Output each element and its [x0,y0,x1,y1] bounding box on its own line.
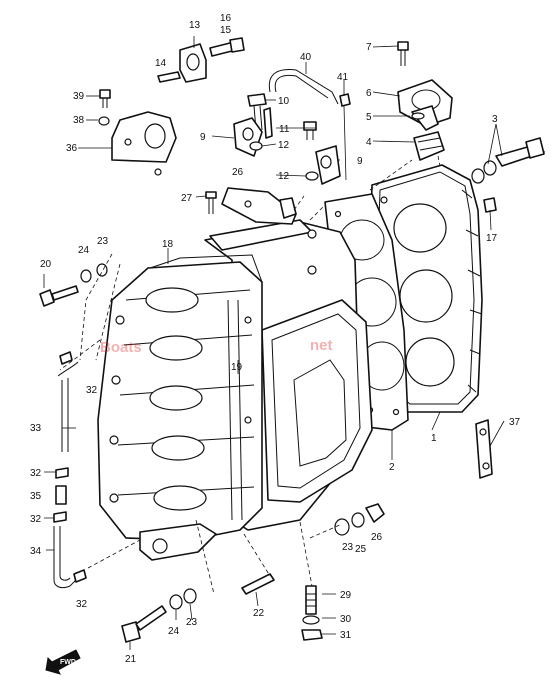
callout-18: 18 [162,239,174,250]
watermark: Boats net [100,337,333,356]
callout-4: 4 [366,137,372,148]
fwd-label: FWD [60,659,76,666]
callout-32-c: 32 [30,514,42,525]
stud-29 [305,585,317,615]
callout-25: 26 [371,532,383,543]
callout-23-right: 23 [342,542,354,553]
hose-40 [268,69,339,105]
callout-17: 17 [486,233,498,244]
callout-29: 29 [340,590,352,601]
callout-31: 31 [340,630,352,641]
callout-16: 16 [220,13,232,24]
callout-7: 7 [366,42,372,53]
hose-34 [53,526,79,589]
nut-25 [365,503,385,523]
callout-23-left: 23 [97,236,109,247]
washer-24-right [351,512,365,528]
callout-35: 35 [30,491,42,502]
clip-32-group [53,351,87,583]
callout-21: 21 [125,654,137,665]
callout-32-d: 32 [76,599,88,610]
clamp-9-right [315,145,341,185]
callout-34: 34 [30,546,42,557]
callout-19: 19 [231,362,243,373]
callout-5: 5 [366,112,372,123]
callout-30: 30 [340,614,352,625]
bolt-21 [121,605,167,643]
washer-30 [302,615,320,625]
washer-23-left [96,263,108,277]
callout-13: 13 [189,20,201,31]
thermostat-cover-group [397,41,453,161]
washer-12-right [305,171,319,181]
washer-23-right [334,518,350,536]
callout-11: 11 [279,124,290,135]
nut-31 [301,629,323,641]
fitting-35 [55,485,67,505]
callout-38: 38 [73,115,85,126]
callout-26: 26 [232,167,244,178]
plug-17 [483,197,497,213]
callout-6: 6 [366,88,372,99]
bolt-20 [39,285,79,307]
stud-22 [241,573,275,595]
callout-3: 3 [492,114,498,125]
washer-24-left [80,269,92,283]
bracket-36 [475,419,493,479]
bolt-14 [157,71,181,83]
callout-20: 20 [40,259,52,270]
washer-24-bottom [169,594,183,610]
watermark-highlight: net [310,337,333,354]
callout-1: 1 [431,433,437,444]
callout-labels: 7 6 5 4 3 17 1 2 37 13 16 15 14 40 41 10… [30,13,521,665]
bracket-13 [179,43,207,83]
hose-33 [57,361,79,452]
callout-24-right: 25 [355,544,367,555]
callout-2: 2 [389,462,395,473]
callout-37: 36 [66,143,78,154]
leader-lines [43,36,505,650]
callout-9-left: 9 [200,132,206,143]
callout-33: 33 [30,423,42,434]
bolt-washer-group-3 [471,137,545,184]
plate-26 [221,187,297,225]
callout-32-a: 32 [86,385,98,396]
washer-38 [98,116,110,126]
callout-41: 41 [337,72,349,83]
cylinder-block [97,219,373,561]
callout-40: 40 [300,52,312,63]
callout-12-lower: 12 [278,171,290,182]
bracket-37 [111,111,177,176]
callout-24-bottom: 24 [168,626,180,637]
callout-14: 14 [155,58,167,69]
washer-23-bottom [183,588,197,604]
bolt-11 [303,121,317,140]
callout-22: 22 [253,608,265,619]
callout-27: 27 [181,193,193,204]
bolt-39 [99,89,111,108]
callout-10: 10 [278,96,290,107]
clip-41 [339,93,351,107]
callout-12-upper: 12 [278,140,290,151]
callout-32-b: 32 [30,468,42,479]
callout-36: 37 [509,417,521,428]
callout-23-bottom: 23 [186,617,198,628]
callout-9-right: 9 [357,156,363,167]
callout-15: 15 [220,25,232,36]
washer-12-left [249,141,263,151]
bolt-27 [205,191,217,214]
watermark-prefix: Boats [100,339,142,356]
bolt-10 [247,93,273,139]
bolt-15-16 [209,37,245,57]
callout-24-left: 24 [78,245,90,256]
fwd-arrow: FWD [45,649,81,675]
callout-39: 39 [73,91,85,102]
